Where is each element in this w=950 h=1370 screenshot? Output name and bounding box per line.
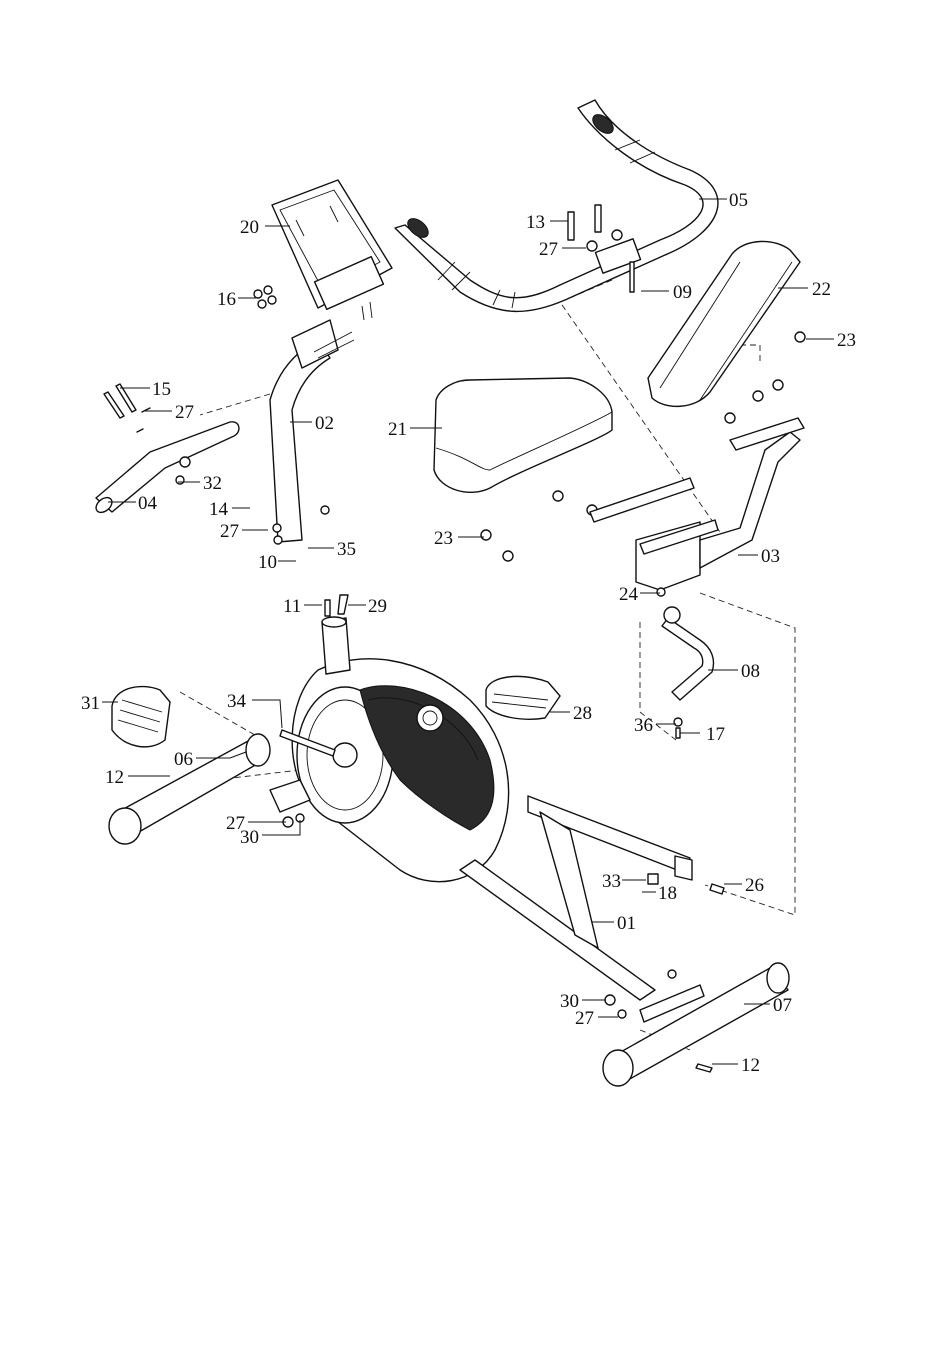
callout-31: 31 — [81, 693, 100, 714]
handlebar-05 — [395, 100, 718, 311]
callout-12: 12 — [741, 1055, 760, 1076]
callout-15: 15 — [152, 379, 171, 400]
callout-18: 18 — [658, 883, 677, 904]
callout-05: 05 — [729, 190, 748, 211]
callout-26: 26 — [745, 875, 764, 896]
callout-27: 27 — [220, 521, 239, 542]
callout-36: 36 — [634, 715, 653, 736]
seat-21 — [434, 378, 612, 561]
backrest-22 — [648, 241, 805, 423]
callout-08: 08 — [741, 661, 760, 682]
callout-06: 06 — [174, 749, 193, 770]
callout-33: 33 — [602, 871, 621, 892]
callout-17: 17 — [706, 724, 725, 745]
front-stabilizer-06 — [109, 734, 310, 844]
seat-frame-03 — [590, 418, 804, 596]
callout-01: 01 — [617, 913, 636, 934]
callout-32: 32 — [203, 473, 222, 494]
callout-22: 22 — [812, 279, 831, 300]
callout-28: 28 — [573, 703, 592, 724]
bolts-15 — [104, 384, 150, 432]
callout-14: 14 — [209, 499, 229, 520]
callout-09: 09 — [673, 282, 692, 303]
callout-12: 12 — [105, 767, 124, 788]
callout-24: 24 — [619, 584, 639, 605]
callout-23: 23 — [434, 528, 453, 549]
callout-04: 04 — [138, 493, 158, 514]
console-20 — [272, 180, 392, 320]
pedal-right-28 — [486, 676, 560, 719]
callout-20: 20 — [240, 217, 259, 238]
callout-29: 29 — [368, 596, 387, 617]
flywheel-housing — [280, 595, 509, 882]
callout-10: 10 — [258, 552, 277, 573]
callout-27: 27 — [539, 239, 558, 260]
callout-30: 30 — [240, 827, 259, 848]
callout-35: 35 — [337, 539, 356, 560]
console-screws-16 — [254, 286, 276, 308]
callout-27: 27 — [575, 1008, 594, 1029]
console-mast-02 — [270, 320, 354, 544]
callout-11: 11 — [283, 596, 301, 617]
callout-27: 27 — [175, 402, 194, 423]
callout-03: 03 — [761, 546, 780, 567]
callout-07: 07 — [773, 995, 792, 1016]
callout-16: 16 — [217, 289, 236, 310]
callout-21: 21 — [388, 419, 407, 440]
callout-34: 34 — [227, 691, 247, 712]
callout-13: 13 — [526, 212, 545, 233]
pedal-left-31 — [112, 687, 170, 747]
callout-23: 23 — [837, 330, 856, 351]
callout-02: 02 — [315, 413, 334, 434]
seat-adjust-rod-08 — [662, 607, 714, 738]
